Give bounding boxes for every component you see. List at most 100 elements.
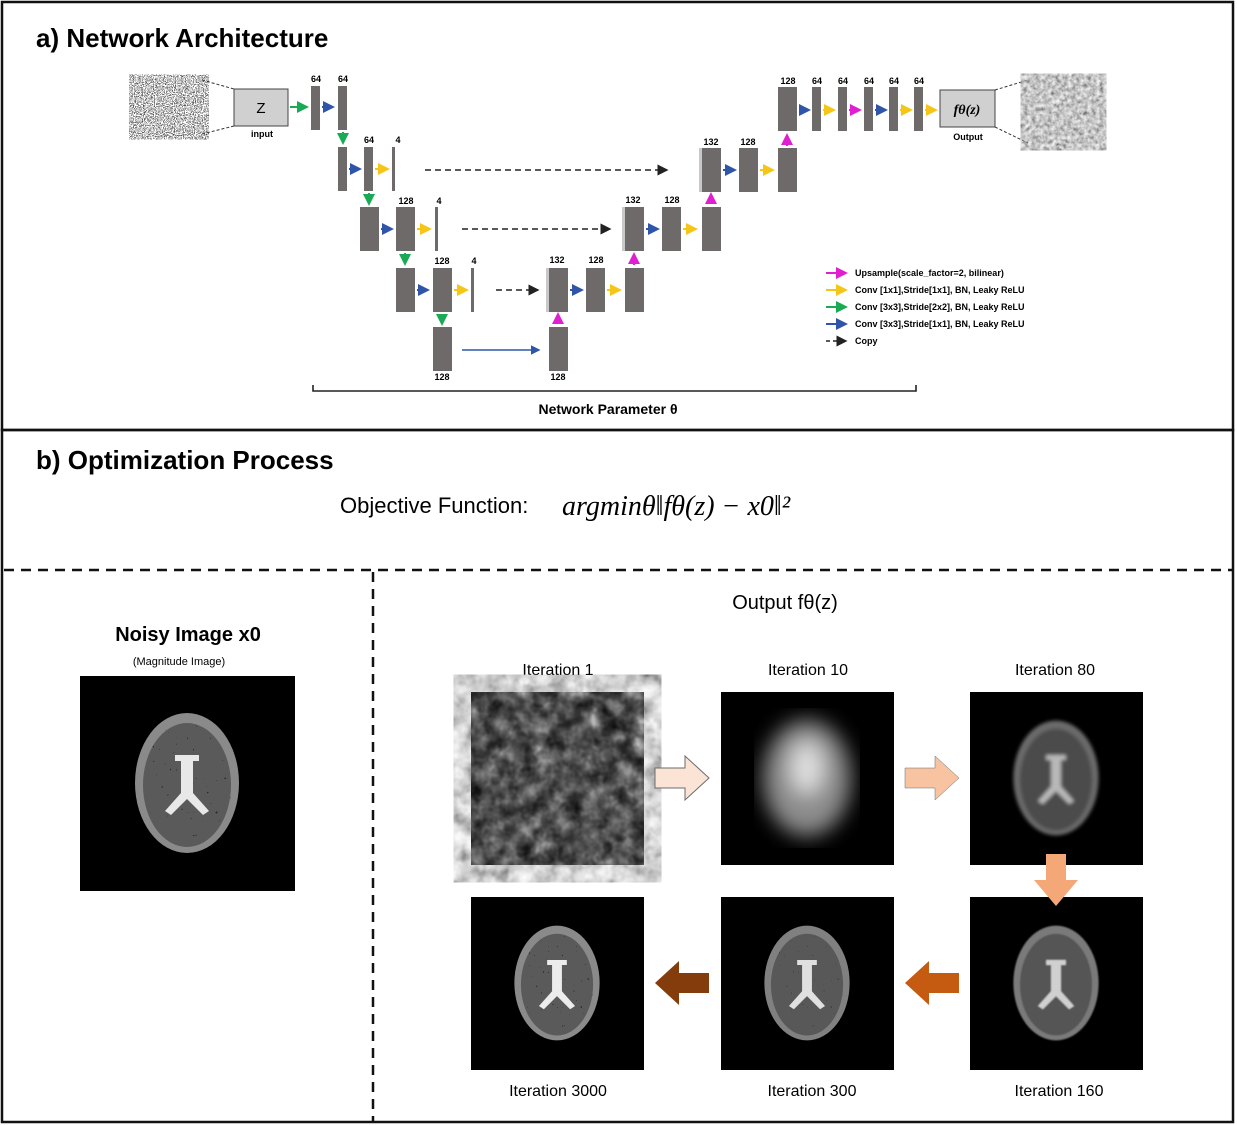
channel-label: 128 [780, 76, 795, 86]
feature-map [625, 268, 644, 312]
feature-map [338, 86, 347, 130]
feature-map [739, 148, 758, 192]
feature-map [360, 207, 379, 251]
feature-map [702, 207, 721, 251]
iteration-label: Iteration 1 [522, 662, 593, 679]
section-b-title: b) Optimization Process [36, 445, 334, 475]
channel-label: 64 [914, 76, 924, 86]
output-noise-image [1028, 80, 1099, 144]
progress-arrow-right [904, 755, 960, 801]
iteration-label: Iteration 10 [768, 662, 848, 679]
iteration-160-image [970, 897, 1143, 1070]
legend-label: Copy [855, 336, 878, 346]
feature-map [838, 87, 847, 131]
skip-feature-map [435, 207, 438, 251]
legend-label: Upsample(scale_factor=2, bilinear) [855, 268, 1004, 278]
concat-feature-map [622, 207, 644, 251]
input-caption: input [251, 129, 273, 139]
parameter-label: Network Parameter θ [538, 401, 677, 417]
output-node [939, 89, 996, 128]
legend-label: Conv [3x3],Stride[1x1], BN, Leaky ReLU [855, 319, 1025, 329]
output-node-label: fθ(z) [954, 103, 981, 118]
output-caption: Output [953, 132, 983, 142]
section-a-border [0, 0, 1235, 432]
progress-arrow-left [655, 961, 709, 1005]
channel-label: 132 [625, 195, 640, 205]
feature-map [433, 327, 452, 371]
feature-map [864, 87, 873, 131]
parameter-bracket [312, 385, 917, 392]
feature-map [549, 327, 568, 371]
zoom-line [201, 79, 235, 90]
iteration-3000-image [471, 897, 644, 1070]
progress-arrow-right [654, 754, 710, 802]
channel-label: 64 [838, 76, 848, 86]
channel-label: 132 [703, 137, 718, 147]
feature-map [396, 268, 415, 312]
skip-feature-map [471, 268, 474, 312]
channel-label: 64 [889, 76, 899, 86]
iteration-10-image [721, 692, 894, 865]
iteration-label: Iteration 80 [1015, 662, 1095, 679]
section-b: b) Optimization Process Objective Functi… [0, 428, 1235, 1124]
feature-map [433, 268, 452, 312]
channel-label: 128 [664, 195, 679, 205]
section-a: a) Network Architecture Z input 64 64 64… [0, 0, 1235, 432]
feature-map [889, 87, 898, 131]
iteration-80-image [970, 692, 1143, 865]
feature-map [396, 207, 415, 251]
progress-arrow-left [905, 961, 959, 1005]
legend-label: Conv [1x1],Stride[1x1], BN, Leaky ReLU [855, 285, 1025, 295]
concat-feature-map [546, 268, 568, 312]
input-node [233, 88, 289, 127]
noisy-brain-image [80, 676, 295, 891]
channel-label: 128 [398, 196, 413, 206]
concat-feature-map [699, 148, 721, 192]
iteration-label: Iteration 3000 [509, 1083, 607, 1100]
channel-label: 64 [364, 135, 374, 145]
iteration-300-image [721, 897, 894, 1070]
legend-label: Conv [3x3],Stride[2x2], BN, Leaky ReLU [855, 302, 1025, 312]
channel-label: 128 [434, 256, 449, 266]
channel-label: 64 [338, 74, 348, 84]
section-b-border [0, 428, 1235, 1124]
zoom-line [994, 79, 1029, 91]
input-node-label: Z [256, 100, 265, 117]
feature-map [914, 87, 923, 131]
concat-skip-slice [546, 268, 549, 312]
channel-label: 128 [740, 137, 755, 147]
iteration-label: Iteration 300 [768, 1083, 857, 1100]
objective-formula: argminθ‖fθ(z) − x0‖² [562, 491, 791, 522]
feature-map [662, 207, 681, 251]
feature-map [586, 268, 605, 312]
channel-label: 128 [434, 372, 449, 382]
channel-label: 4 [436, 196, 441, 206]
feature-map [778, 148, 797, 192]
channel-label: 64 [812, 76, 822, 86]
iteration-label: Iteration 160 [1015, 1083, 1104, 1100]
channel-label: 4 [471, 256, 476, 266]
output-title: Output fθ(z) [732, 592, 838, 614]
feature-map [338, 147, 347, 191]
feature-map [778, 87, 797, 131]
zoom-line [994, 126, 1029, 144]
feature-map [812, 87, 821, 131]
iteration-1-image [471, 692, 644, 865]
section-a-title: a) Network Architecture [36, 23, 328, 53]
skip-feature-map [392, 147, 395, 191]
feature-map [364, 147, 373, 191]
channel-label: 128 [550, 372, 565, 382]
channel-label: 4 [395, 135, 400, 145]
zoom-line [201, 125, 235, 135]
concat-skip-slice [699, 148, 702, 192]
noisy-image-subtitle: (Magnitude Image) [133, 656, 225, 668]
channel-label: 64 [864, 76, 874, 86]
legend: Upsample(scale_factor=2, bilinear) Conv … [826, 267, 1025, 347]
feature-map [311, 86, 320, 130]
objective-label: Objective Function: [340, 493, 528, 518]
noisy-image-title: Noisy Image x0 [115, 624, 261, 646]
channel-label: 64 [311, 74, 321, 84]
channel-label: 132 [549, 255, 564, 265]
input-noise-image [136, 80, 202, 134]
progress-arrow-down [1034, 854, 1078, 906]
